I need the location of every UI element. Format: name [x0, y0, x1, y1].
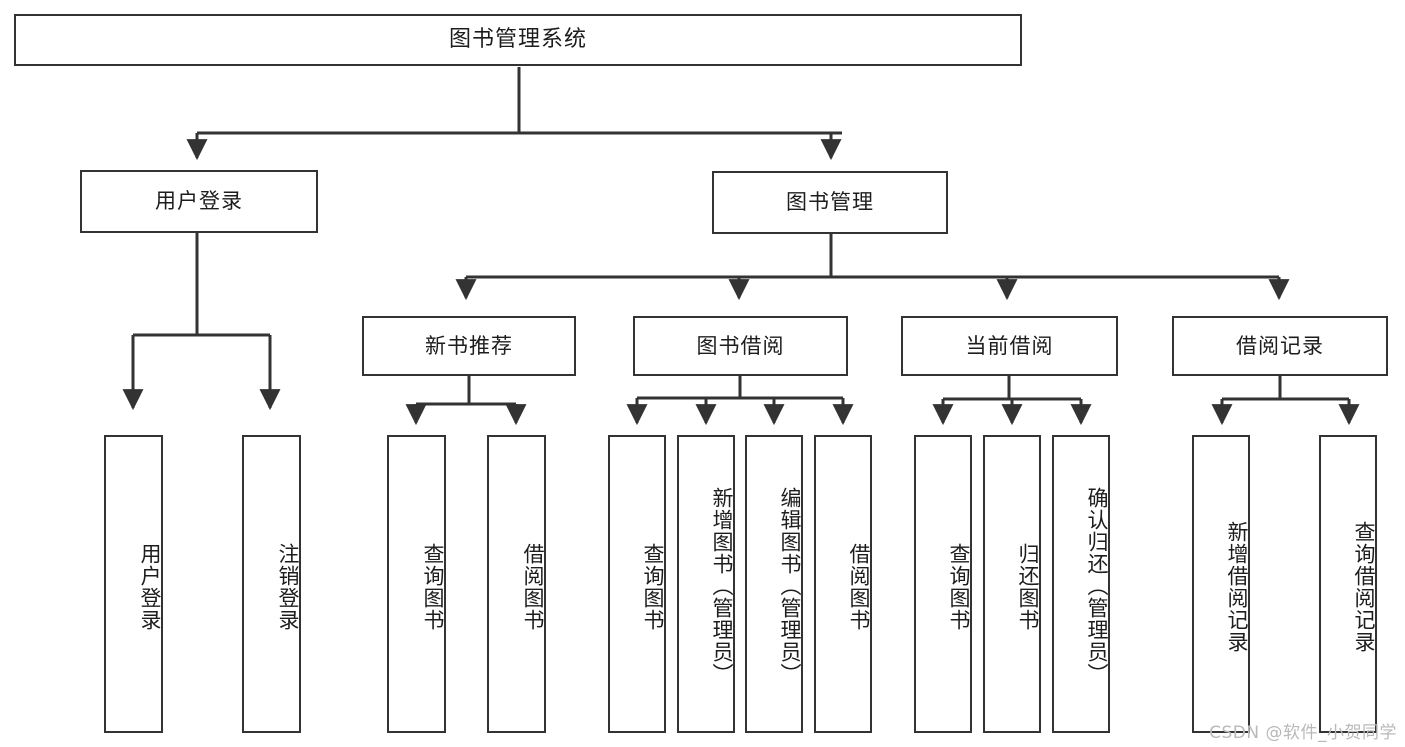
node-root-system[interactable]: 图书管理系统	[14, 14, 1022, 66]
leaf-book-borrow-borrow[interactable]: 借阅图书	[814, 435, 872, 733]
leaf-borrow-record-add[interactable]: 新增借阅记录	[1192, 435, 1250, 733]
leaf-current-borrow-return[interactable]: 归还图书	[983, 435, 1041, 733]
node-borrow-record[interactable]: 借阅记录	[1172, 316, 1388, 376]
node-new-book-recommend[interactable]: 新书推荐	[362, 316, 576, 376]
node-book-borrow[interactable]: 图书借阅	[633, 316, 848, 376]
leaf-book-borrow-query[interactable]: 查询图书	[608, 435, 666, 733]
leaf-book-borrow-edit[interactable]: 编辑图书（管理员）	[745, 435, 803, 733]
node-user-login[interactable]: 用户登录	[80, 170, 318, 233]
leaf-current-borrow-confirm-return[interactable]: 确认归还（管理员）	[1052, 435, 1110, 733]
watermark-credit: CSDN @软件_小贺同学	[1209, 723, 1397, 743]
node-current-borrow[interactable]: 当前借阅	[901, 316, 1118, 376]
leaf-new-book-query[interactable]: 查询图书	[387, 435, 446, 733]
leaf-current-borrow-query[interactable]: 查询图书	[914, 435, 972, 733]
leaf-new-book-borrow[interactable]: 借阅图书	[487, 435, 546, 733]
leaf-book-borrow-add[interactable]: 新增图书（管理员）	[677, 435, 735, 733]
leaf-user-login-login[interactable]: 用户登录	[104, 435, 163, 733]
leaf-user-login-logout[interactable]: 注销登录	[242, 435, 301, 733]
node-book-management[interactable]: 图书管理	[712, 171, 948, 234]
leaf-borrow-record-query[interactable]: 查询借阅记录	[1319, 435, 1377, 733]
